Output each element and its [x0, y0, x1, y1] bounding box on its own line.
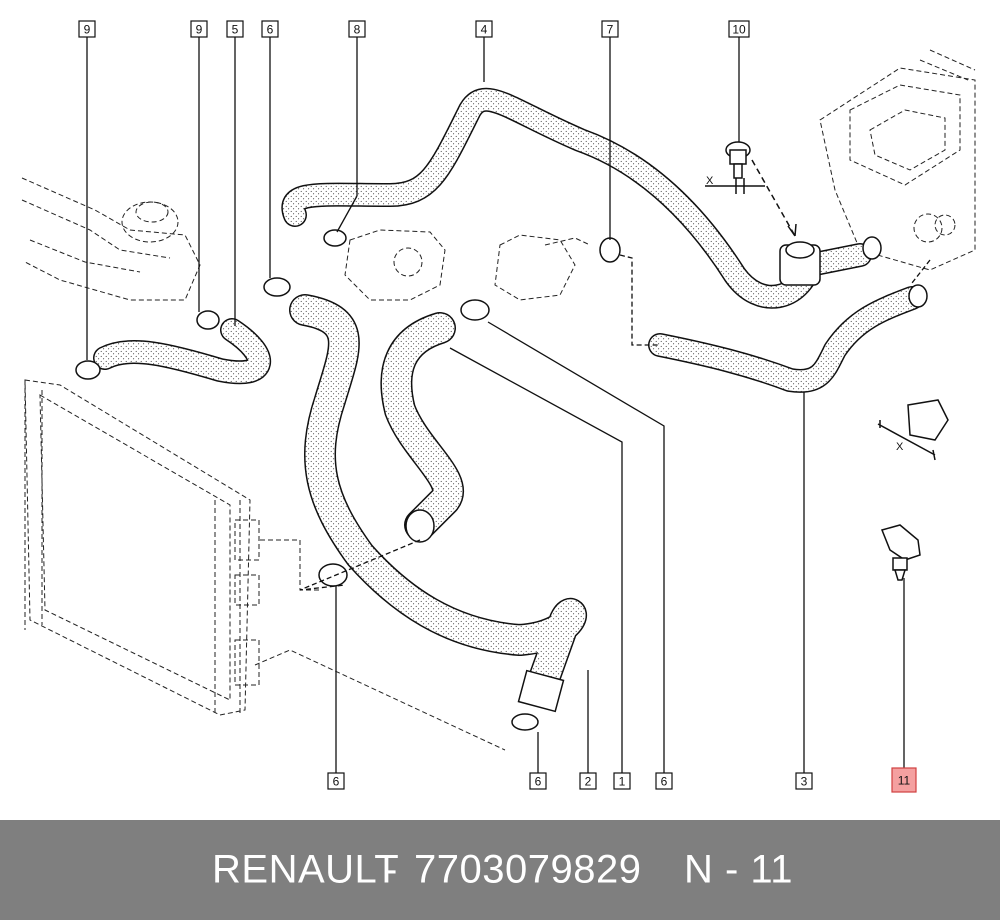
bleed-screw	[705, 141, 797, 237]
clamp-6-mid	[460, 299, 490, 321]
callout-2: 2	[579, 772, 597, 790]
svg-text:10: 10	[732, 23, 746, 37]
svg-text:6: 6	[333, 775, 340, 789]
callout-4: 4	[475, 20, 493, 38]
hose-2	[289, 294, 587, 706]
hose-4	[281, 87, 872, 309]
svg-text:4: 4	[481, 23, 488, 37]
hose-2-fitting	[517, 669, 565, 713]
svg-text:1: 1	[619, 775, 626, 789]
svg-text:7: 7	[607, 23, 614, 37]
clamp-9-right	[196, 310, 220, 330]
svg-text:6: 6	[535, 775, 542, 789]
callout-6-bottom-right: 6	[655, 772, 673, 790]
callout-9-right: 9	[190, 20, 208, 38]
clamp-8	[323, 229, 347, 247]
callout-8: 8	[348, 20, 366, 38]
clamp-9-left	[75, 360, 101, 380]
svg-text:3: 3	[801, 775, 808, 789]
engine-context-outline	[21, 49, 976, 301]
callout-6-bottom-left: 6	[327, 772, 345, 790]
footer-separator: -	[384, 847, 398, 892]
clamp-4-end	[862, 236, 882, 260]
leader-lines	[86, 36, 931, 773]
callout-6-top: 6	[261, 20, 279, 38]
callout-11-highlighted: 11	[891, 767, 917, 793]
diagram-reference: N - 11	[684, 847, 793, 892]
clamp-6-lower	[511, 713, 539, 731]
hose-1-fitting	[405, 509, 435, 543]
callout-9-left: 9	[78, 20, 96, 38]
svg-text:9: 9	[196, 23, 203, 37]
callout-5: 5	[226, 20, 244, 38]
brand-name: RENAULT	[212, 847, 400, 892]
hose-1	[380, 312, 464, 541]
hose-5	[93, 318, 271, 385]
clamps	[75, 229, 928, 731]
callout-1: 1	[613, 772, 631, 790]
svg-text:6: 6	[661, 775, 668, 789]
svg-text:5: 5	[232, 23, 239, 37]
parts-diagram: X X 9 9 5 6 8 4 7	[21, 20, 976, 793]
dimension-mark-x-right: X	[896, 441, 904, 453]
hoses	[93, 87, 924, 706]
callout-10: 10	[728, 20, 750, 38]
hose-3	[648, 286, 924, 393]
clamp-6-bottom	[318, 563, 348, 587]
clamp-7	[599, 237, 621, 263]
clamp-6-top	[263, 277, 291, 297]
clamp-3-end	[908, 284, 928, 308]
callouts: 9 9 5 6 8 4 7 10	[78, 20, 917, 793]
callout-3: 3	[795, 772, 813, 790]
svg-text:11: 11	[898, 774, 911, 788]
part-number: 7703079829	[414, 847, 642, 892]
part-footer-bar: RENAULT - 7703079829 N - 11	[0, 820, 1000, 920]
svg-text:9: 9	[84, 23, 91, 37]
svg-text:2: 2	[585, 775, 592, 789]
svg-text:6: 6	[267, 23, 274, 37]
radiator-outline	[24, 379, 506, 751]
dimension-mark-x-top: X	[706, 175, 714, 187]
callout-7: 7	[601, 20, 619, 38]
sensor-clip	[877, 399, 949, 581]
callout-6-bottom-mid: 6	[529, 772, 547, 790]
svg-text:8: 8	[354, 23, 361, 37]
